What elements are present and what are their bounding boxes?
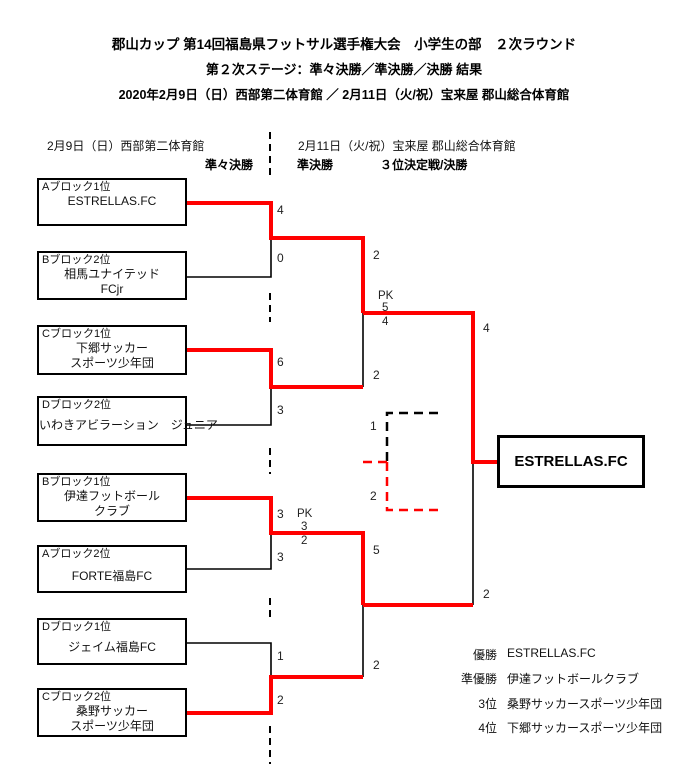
score-third-bottom: 2: [370, 489, 377, 503]
score-qf2-bottom: 3: [277, 403, 284, 417]
team-name-line2: スポーツ少年団: [70, 356, 154, 370]
result-label-fourth: 4位: [478, 721, 497, 735]
round-label-final: ３位決定戦/決勝: [380, 158, 468, 172]
team-seed: Bブロック2位: [42, 254, 111, 266]
team-box-soma-united: Bブロック2位 相馬ユナイテッド FCjr: [37, 251, 187, 300]
third-place-top-line: [385, 411, 438, 462]
score-qf1-bottom: 0: [277, 251, 284, 265]
team-name: 桑野サッカー: [75, 704, 148, 718]
result-label-third: 3位: [478, 697, 497, 711]
score-final-top: 4: [483, 321, 490, 335]
score-qf3-bottom: 3: [277, 550, 284, 564]
score-sf2-bottom: 2: [373, 658, 380, 672]
team-seed: Aブロック2位: [42, 548, 111, 560]
score-sf1-pk-top: 5: [382, 302, 389, 314]
score-sf1-pk-label: PK: [378, 290, 394, 302]
team-seed: Cブロック1位: [42, 328, 112, 340]
team-seed: Cブロック2位: [42, 691, 112, 703]
third-place-winner-line: [385, 462, 438, 512]
score-qf3-pk-top: 3: [301, 521, 308, 533]
team-seed: Bブロック1位: [42, 476, 111, 488]
team-name: 伊達フットボール: [63, 489, 160, 503]
score-sf1-bottom: 2: [373, 368, 380, 382]
team-box-shimogo: Cブロック1位 下郷サッカー スポーツ少年団: [37, 325, 187, 375]
result-team-third: 桑野サッカースポーツ少年団: [507, 697, 663, 711]
page-subtitle: 第２次ステージ：準々決勝／準決勝／決勝 結果: [205, 62, 483, 77]
score-qf4-top: 1: [277, 649, 284, 663]
team-name-line2: クラブ: [93, 504, 130, 518]
team-seed: Dブロック2位: [42, 399, 112, 411]
score-third-top: 1: [370, 419, 377, 433]
score-qf4-bottom: 2: [277, 693, 284, 707]
score-qf3-pk-label: PK: [297, 508, 313, 520]
team-name: ESTRELLAS.FC: [67, 194, 157, 208]
result-label-champion: 優勝: [472, 648, 497, 662]
team-box-jaime: Dブロック1位 ジェイム福島FC: [37, 618, 187, 665]
score-qf3-top: 3: [277, 507, 284, 521]
round-label-quarterfinal: 準々決勝: [204, 158, 253, 172]
score-final-bottom: 2: [483, 587, 490, 601]
team-seed: Aブロック1位: [42, 181, 111, 193]
champion-name: ESTRELLAS.FC: [514, 453, 628, 470]
team-seed: Dブロック1位: [42, 621, 112, 633]
page-title: 郡山カップ 第14回福島県フットサル選手権大会 小学生の部 ２次ラウンド: [111, 37, 577, 52]
champion-box: ESTRELLAS.FC: [497, 435, 645, 488]
team-box-estrellas: Aブロック1位 ESTRELLAS.FC: [37, 178, 187, 226]
score-sf1-top: 2: [373, 248, 380, 262]
team-name-line2: FCjr: [100, 282, 124, 296]
loser-lines: [187, 238, 474, 677]
score-qf2-top: 6: [277, 355, 284, 369]
venue-right-label: 2月11日（火/祝）宝来屋 郡山総合体育館: [298, 139, 516, 153]
venue-left-label: 2月9日（日）西部第二体育館: [47, 139, 205, 153]
winner-lines: [187, 201, 497, 715]
team-name: ジェイム福島FC: [68, 640, 156, 654]
team-name-line2: スポーツ少年団: [70, 719, 154, 733]
score-qf1-top: 4: [277, 203, 284, 217]
score-sf2-top: 5: [373, 543, 380, 557]
team-name: 相馬ユナイテッド: [64, 267, 160, 281]
result-team-fourth: 下郷サッカースポーツ少年団: [507, 721, 663, 735]
result-label-runnerup: 準優勝: [460, 672, 497, 686]
team-box-iwaki: Dブロック2位 いわきアビラーション ジュニア: [37, 396, 218, 446]
score-sf1-pk-bottom: 4: [382, 316, 389, 328]
team-name: FORTE福島FC: [71, 569, 153, 583]
score-qf3-pk-bottom: 2: [301, 535, 308, 547]
team-name: いわきアビラーション ジュニア: [39, 418, 218, 432]
team-box-date-fc: Bブロック1位 伊達フットボール クラブ: [37, 473, 187, 522]
round-label-semifinal: 準決勝: [297, 158, 334, 172]
team-box-kuwano: Cブロック2位 桑野サッカー スポーツ少年団: [37, 688, 187, 737]
page-date-venues: 2020年2月9日（日）西部第二体育館 ／ 2月11日（火/祝）宝来屋 郡山総合…: [118, 88, 570, 102]
result-team-champion: ESTRELLAS.FC: [507, 646, 596, 660]
team-name: 下郷サッカー: [75, 341, 148, 355]
team-box-forte: Aブロック2位 FORTE福島FC: [37, 545, 187, 593]
result-team-runnerup: 伊達フットボールクラブ: [507, 672, 640, 686]
